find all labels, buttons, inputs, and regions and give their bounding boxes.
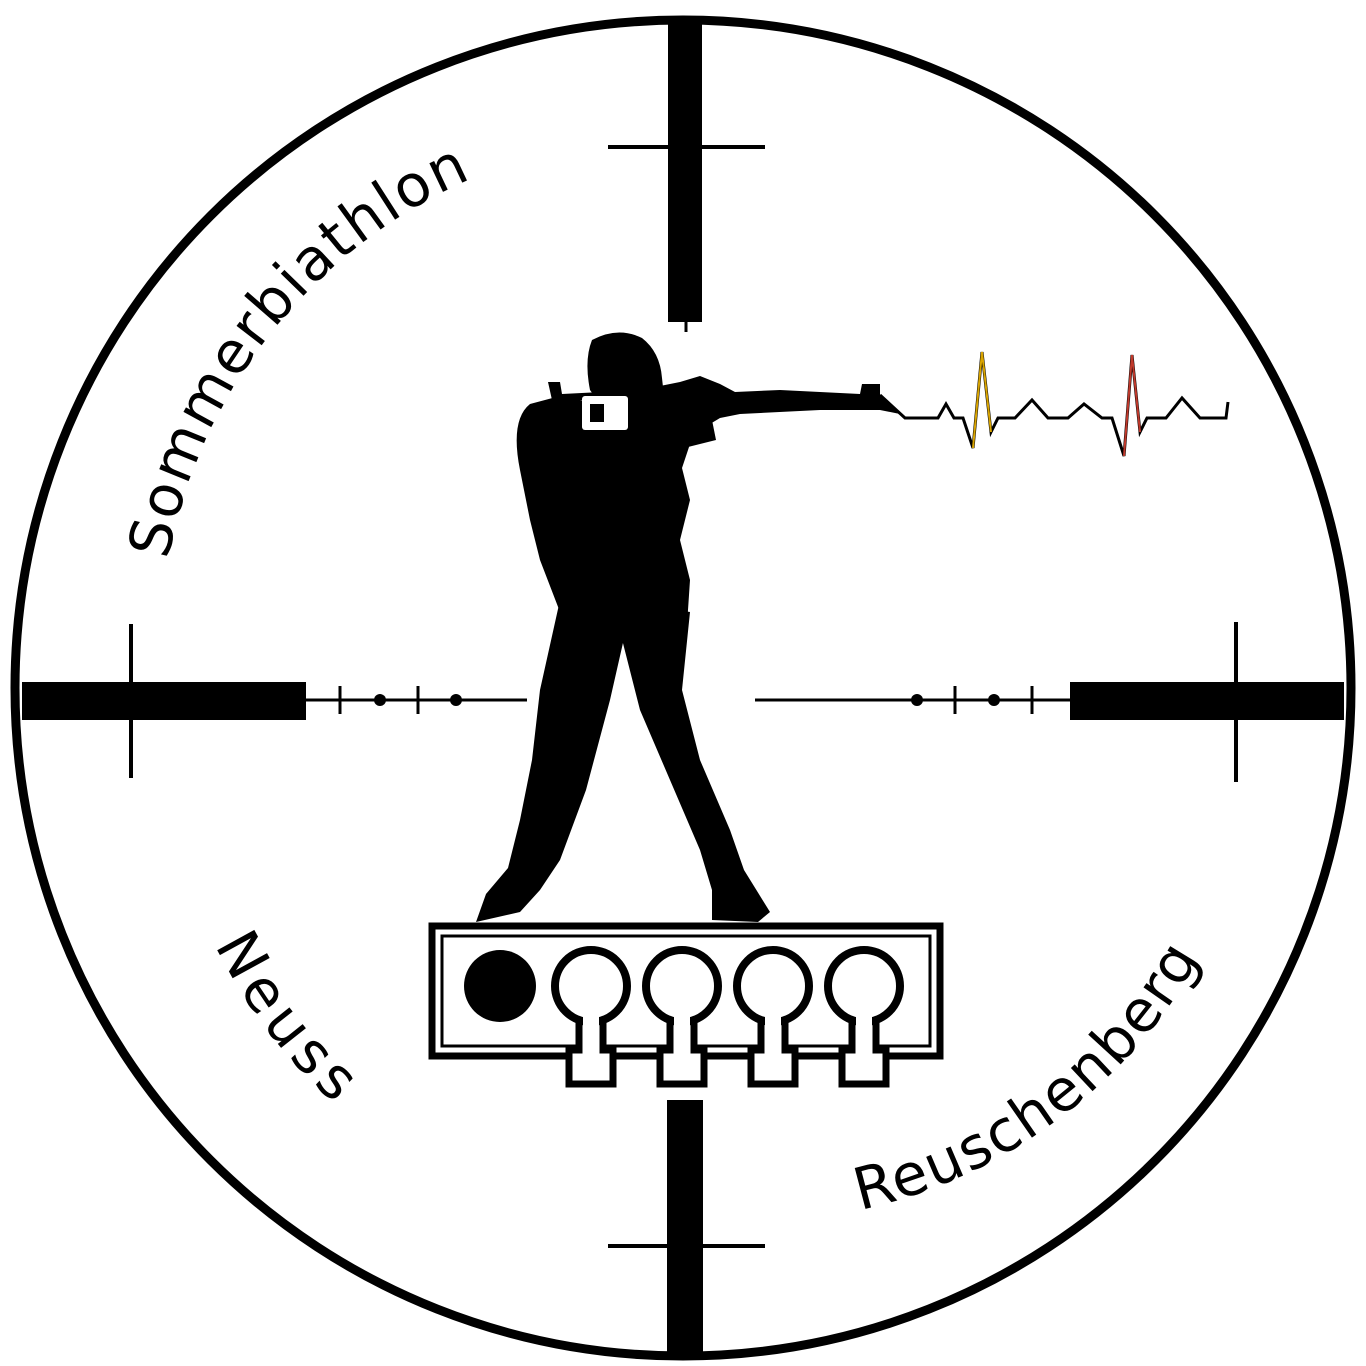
crosshair-right xyxy=(755,622,1344,782)
crosshair-top xyxy=(608,22,765,332)
target-hit xyxy=(464,950,536,1022)
target-open xyxy=(642,946,722,1088)
crosshair-left xyxy=(22,624,527,778)
target-plate xyxy=(428,922,944,1088)
goggle-detail xyxy=(582,396,628,430)
crosshair-bottom xyxy=(608,1100,765,1358)
biathlete-silhouette-icon xyxy=(476,332,900,922)
target-open xyxy=(551,946,631,1088)
target-open xyxy=(733,946,813,1088)
target-open xyxy=(824,946,904,1088)
heartbeat-icon xyxy=(878,351,1230,457)
